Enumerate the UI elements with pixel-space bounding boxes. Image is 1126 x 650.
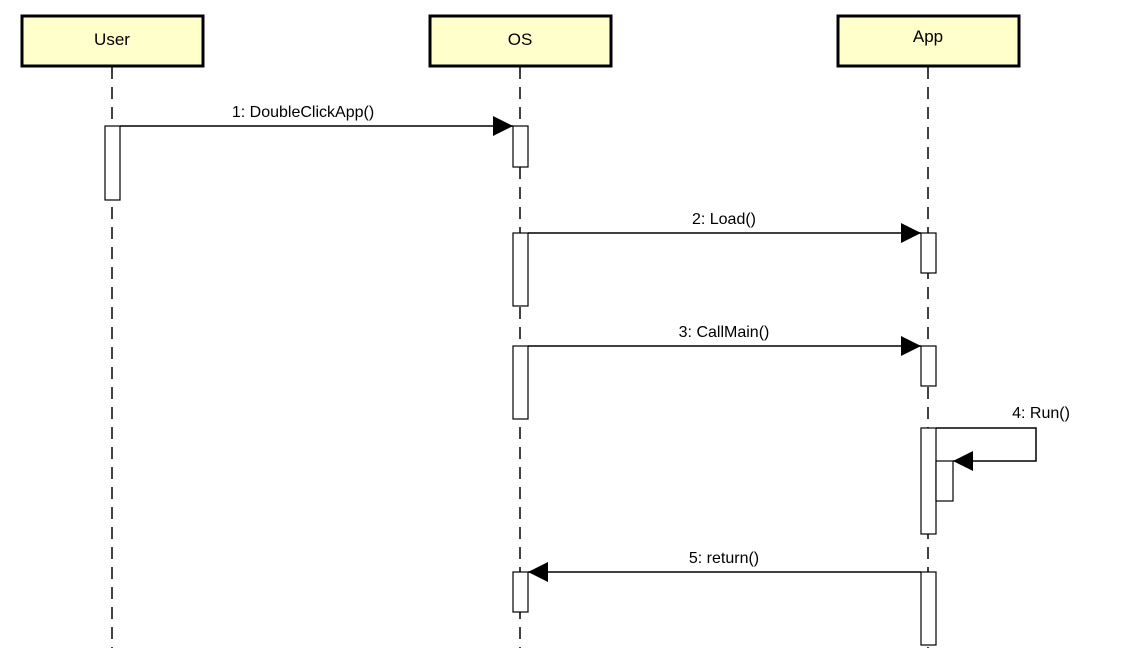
message-2: 2: Load()	[528, 211, 921, 243]
activation-app-4	[920, 571, 937, 646]
message-4-arrow	[936, 427, 1037, 471]
message-3: 3: CallMain()	[528, 324, 921, 356]
participant-user: User	[20, 14, 205, 68]
message-5-label: 5: return()	[689, 550, 759, 567]
participant-os-box	[428, 14, 613, 68]
activation-app-1	[920, 232, 937, 274]
participant-os-label: OS	[508, 30, 533, 49]
activation-os-4	[512, 571, 529, 613]
participant-user-box	[20, 14, 205, 68]
participant-app-box	[836, 14, 1021, 68]
activation-app-3	[920, 427, 937, 535]
activation-os-1	[512, 125, 529, 168]
message-1: 1: DoubleClickApp()	[120, 104, 513, 136]
message-2-label: 2: Load()	[692, 211, 756, 228]
activation-app-nested	[935, 460, 954, 502]
message-5: 5: return()	[528, 550, 921, 582]
participant-app: App	[836, 14, 1021, 68]
participant-app-label: App	[913, 27, 943, 46]
participant-os: OS	[428, 14, 613, 68]
participant-user-label: User	[94, 30, 130, 49]
message-4: 4: Run()	[936, 405, 1070, 471]
activation-os-3	[512, 345, 529, 420]
message-3-label: 3: CallMain()	[679, 324, 770, 341]
activation-os-2	[512, 232, 529, 307]
message-4-label: 4: Run()	[1012, 405, 1070, 422]
activation-user-1	[104, 125, 121, 201]
activation-app-2	[920, 345, 937, 387]
message-1-label: 1: DoubleClickApp()	[232, 104, 374, 121]
